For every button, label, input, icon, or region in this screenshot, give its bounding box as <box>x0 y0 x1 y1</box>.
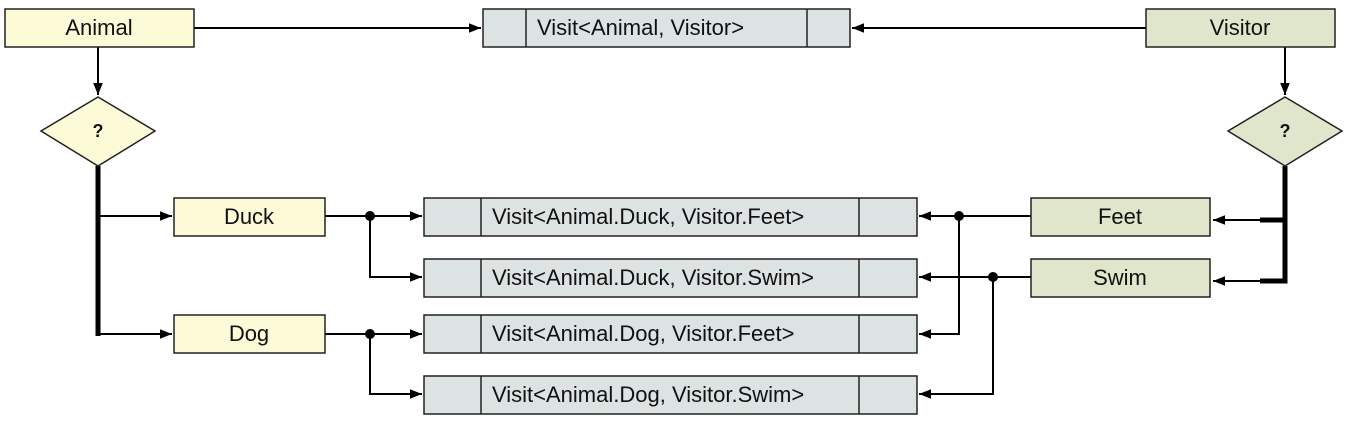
edge-swim-to-dog-swim <box>919 277 994 399</box>
node-duck-label: Duck <box>224 204 275 229</box>
junction-feet <box>954 211 964 221</box>
edge-feet-to-dog-feet <box>919 216 960 339</box>
visit-dog-swim-label: Visit<Animal.Dog, Visitor.Swim> <box>492 382 804 407</box>
node-visitor-label: Visitor <box>1210 15 1271 40</box>
junction-swim <box>988 272 998 282</box>
visit-generic-label: Visit<Animal, Visitor> <box>537 15 744 40</box>
edge-dog-to-dog-swim <box>369 334 422 399</box>
node-swim: Swim <box>1030 258 1211 298</box>
decision-animal-label: ? <box>93 121 104 141</box>
node-feet-label: Feet <box>1098 204 1142 229</box>
node-duck: Duck <box>173 197 326 237</box>
visit-generic: Visit<Animal, Visitor> <box>482 8 851 48</box>
node-swim-label: Swim <box>1093 265 1147 290</box>
edge-duck-to-duck-swim <box>369 216 422 282</box>
visitor-trunk <box>1260 166 1288 284</box>
visit-dog-feet-label: Visit<Animal.Dog, Visitor.Feet> <box>492 321 794 346</box>
visit-dog-feet: Visit<Animal.Dog, Visitor.Feet> <box>423 314 918 354</box>
node-animal: Animal <box>4 8 195 48</box>
node-dog-label: Dog <box>229 321 269 346</box>
junction-dog <box>365 329 375 339</box>
decision-visitor: ? <box>1226 96 1344 167</box>
junction-duck <box>365 211 375 221</box>
connectors <box>93 23 1290 399</box>
visit-duck-swim: Visit<Animal.Duck, Visitor.Swim> <box>423 258 918 298</box>
decision-visitor-label: ? <box>1280 121 1291 141</box>
node-animal-label: Animal <box>65 15 132 40</box>
visit-duck-feet: Visit<Animal.Duck, Visitor.Feet> <box>423 197 918 237</box>
decision-animal: ? <box>39 96 157 167</box>
node-feet: Feet <box>1030 197 1211 237</box>
node-dog: Dog <box>173 314 326 354</box>
visit-duck-feet-label: Visit<Animal.Duck, Visitor.Feet> <box>492 204 804 229</box>
visit-dog-swim: Visit<Animal.Dog, Visitor.Swim> <box>423 375 918 415</box>
visit-duck-swim-label: Visit<Animal.Duck, Visitor.Swim> <box>492 265 814 290</box>
node-visitor: Visitor <box>1145 8 1336 48</box>
